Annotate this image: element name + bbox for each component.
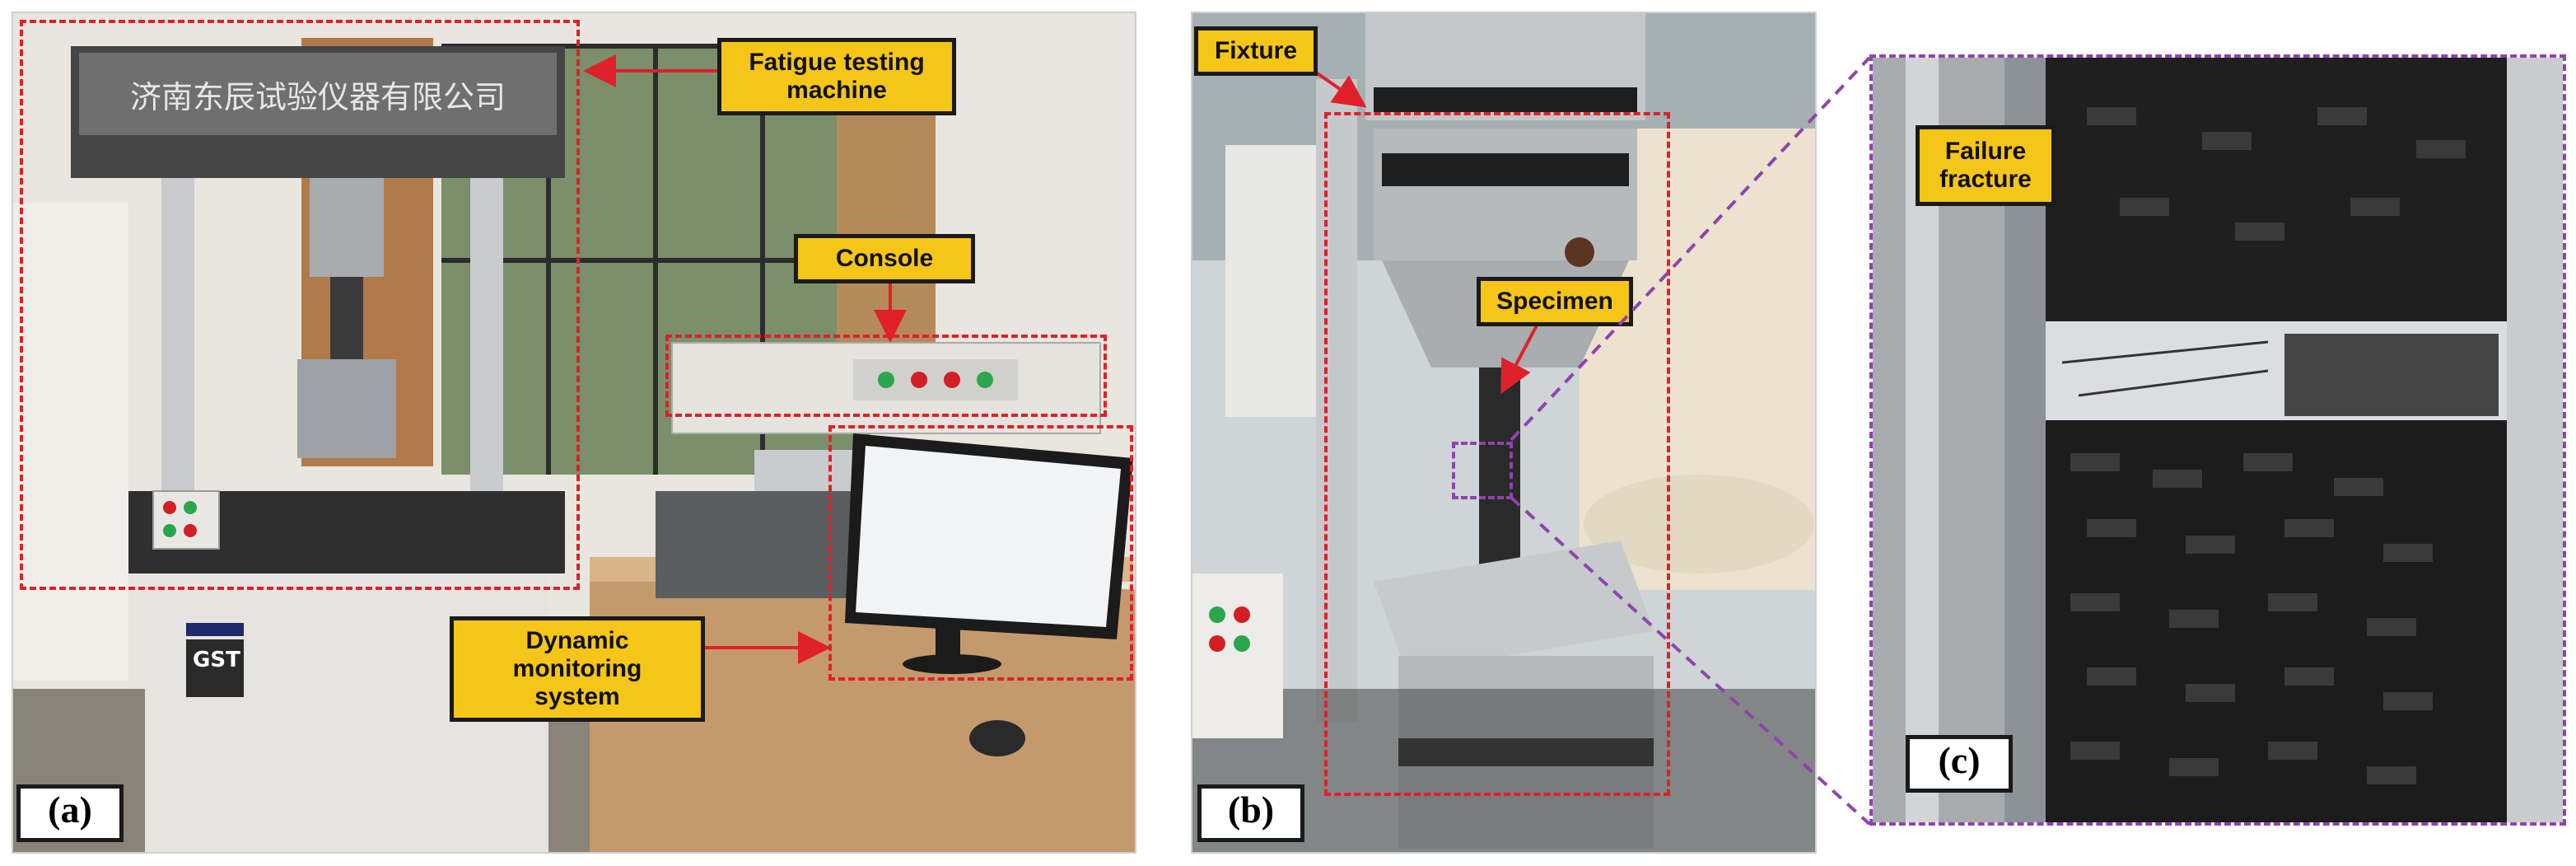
lab-scene-illustration: 济南东辰试验仪器有限公司 GST xyxy=(13,13,1135,852)
panel-a-tag: (a) xyxy=(16,784,124,842)
dynamic-monitoring-label: Dynamic monitoring system xyxy=(450,616,705,722)
fixture-label: Fixture xyxy=(1194,26,1318,76)
panel-b-photo: Fixture Specimen (b) xyxy=(1191,12,1817,854)
console-label: Console xyxy=(794,234,975,283)
panel-b-tag: (b) xyxy=(1197,784,1304,842)
fatigue-testing-machine-label: Fatigue testing machine xyxy=(717,38,956,115)
panel-c-tag: (c) xyxy=(1906,735,2013,793)
panel-c-photo: Failure fracture (c) xyxy=(1869,54,2566,826)
brand-logo: GST xyxy=(193,648,240,672)
specimen-label: Specimen xyxy=(1477,277,1633,326)
machine-sign-text: 济南东辰试验仪器有限公司 xyxy=(130,79,506,115)
panel-a-photo: 济南东辰试验仪器有限公司 GST xyxy=(12,12,1136,854)
fixture-scene-illustration xyxy=(1192,13,1815,852)
failure-fracture-label: Failure fracture xyxy=(1916,125,2056,206)
